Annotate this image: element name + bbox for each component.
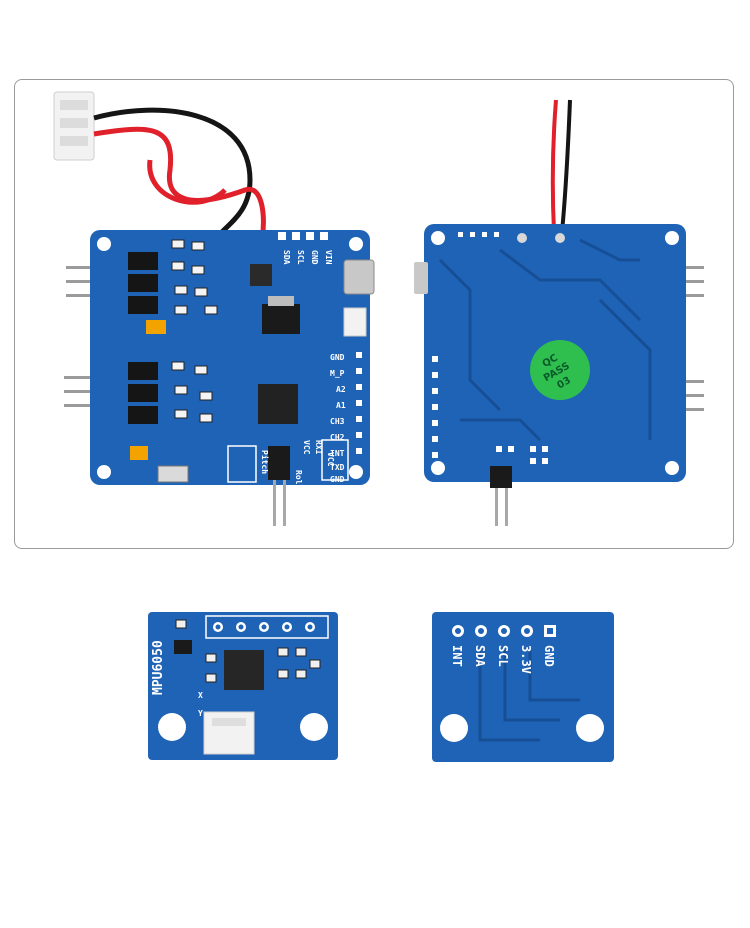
- label-a1: A1: [336, 401, 346, 410]
- label-a2: A2: [336, 385, 346, 394]
- axis-y-label: Y: [198, 709, 203, 718]
- label-pitch: Pitch: [260, 450, 270, 474]
- black-wire-back: [560, 99, 572, 233]
- label-gnd-top: GND: [310, 250, 319, 265]
- pin-scl-label: SCL: [496, 645, 510, 667]
- label-gnd: GND: [330, 353, 345, 362]
- red-wire-back: [550, 99, 558, 233]
- label-roll: Roll: [294, 470, 303, 489]
- controller-pcb: [90, 230, 370, 485]
- mpu6050-board-front: MPU6050 X Y: [148, 612, 338, 760]
- label-ch2: CH2: [330, 433, 345, 442]
- mpu6050-board-back: INT SDA SCL 3.3V GND: [432, 612, 614, 762]
- mpu6050-label: MPU6050: [151, 640, 166, 695]
- label-int: INT: [330, 449, 345, 458]
- label-txd: TXD: [330, 463, 345, 472]
- label-vin: VIN: [324, 250, 333, 265]
- label-scl: SCL: [296, 250, 305, 265]
- controller-board-front: SDA SCL GND VIN GND M_P A2 A1 CH3 CH2 IN…: [53, 91, 375, 526]
- pin-sda-label: SDA: [473, 645, 487, 667]
- label-vcc: VCC: [302, 440, 311, 455]
- label-m-p: M_P: [330, 369, 345, 378]
- pin-gnd-label: GND: [542, 645, 556, 667]
- red-wire: [93, 126, 266, 241]
- label-vcc-2: VCC: [326, 452, 335, 467]
- mpu6050-chip: [224, 650, 264, 690]
- pin-3v3-label: 3.3V: [519, 645, 533, 674]
- mpu6050-pcb-back: [432, 612, 614, 762]
- usb-port: [343, 259, 375, 295]
- controller-board-back: QC PASS 03: [414, 99, 704, 526]
- axis-x-label: X: [198, 691, 203, 700]
- label-sda: SDA: [282, 250, 291, 265]
- voltage-regulator: [262, 304, 300, 334]
- label-rxi: RXI: [314, 440, 323, 455]
- qc-pass-sticker: [530, 340, 590, 400]
- mcu-chip: [258, 384, 298, 424]
- pin-int-label: INT: [450, 645, 464, 667]
- label-ch3: CH3: [330, 417, 345, 426]
- black-wire: [93, 107, 253, 242]
- driver-chips: [128, 252, 158, 424]
- label-gnd-bottom: GND: [330, 475, 345, 484]
